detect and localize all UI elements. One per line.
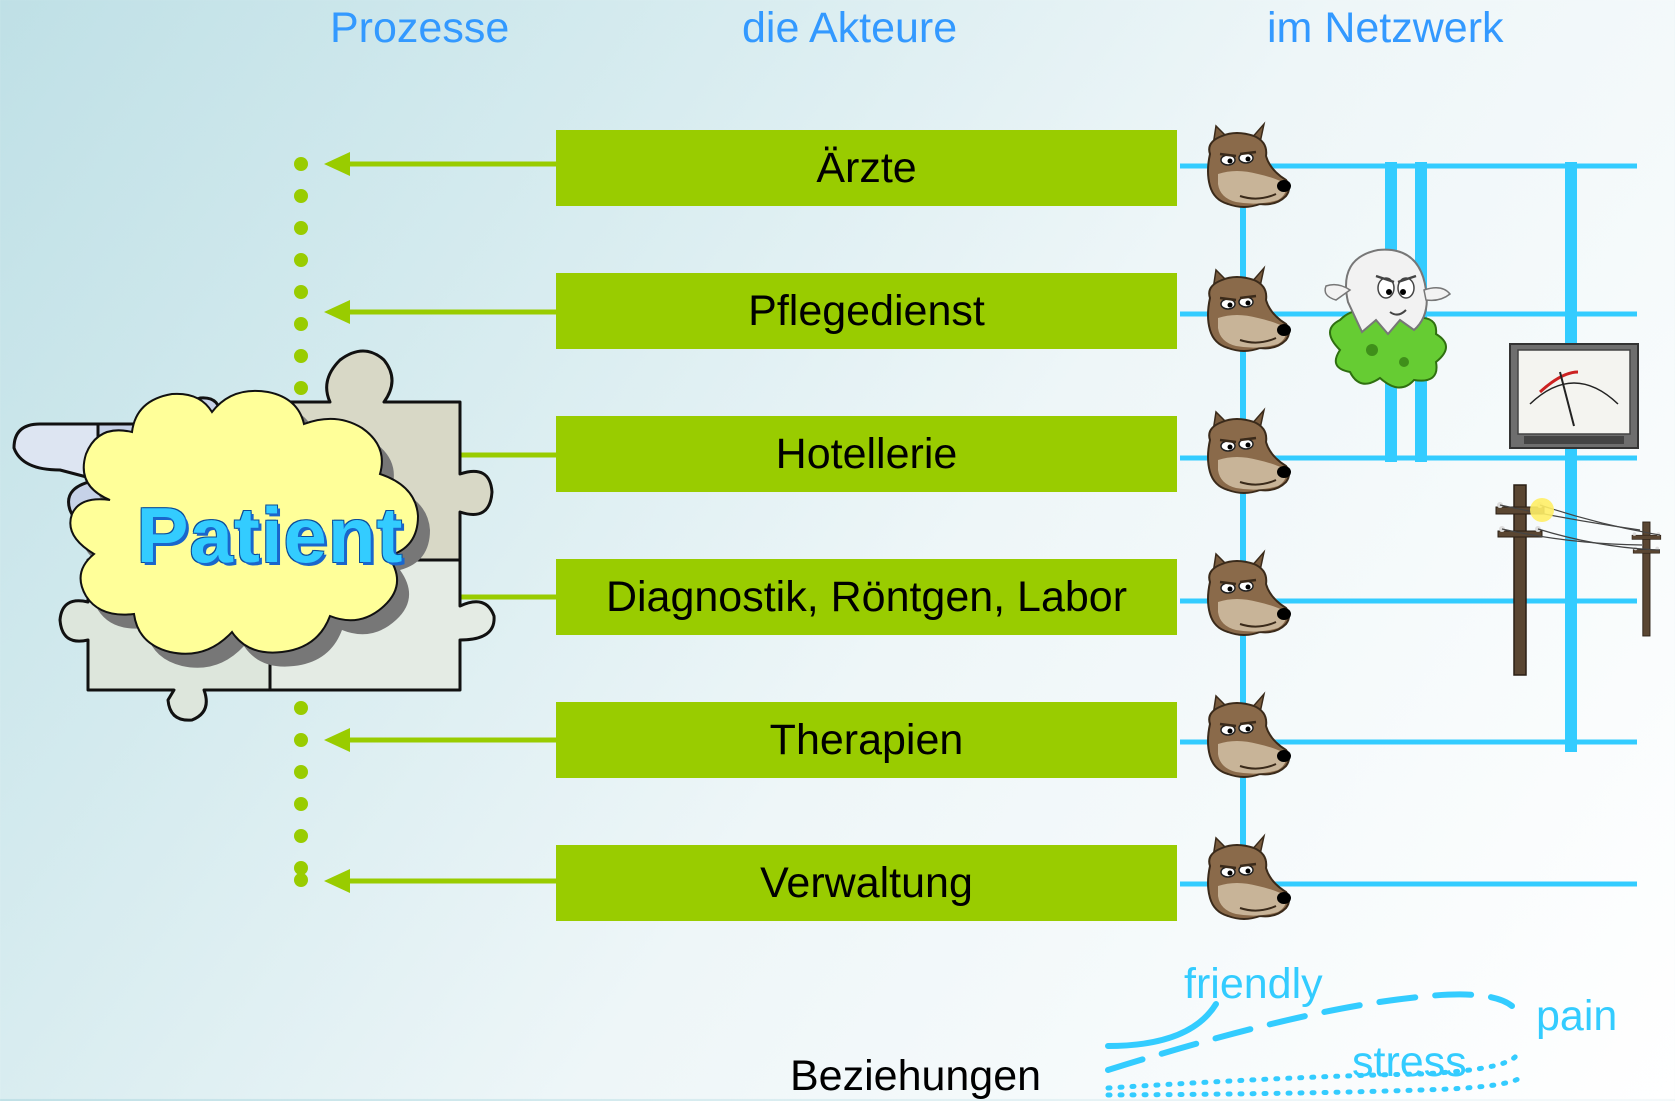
wolf-head-icon (1206, 550, 1293, 637)
stress-line (1105, 1053, 1519, 1091)
actor-nodes (1206, 122, 1293, 921)
actor-box-diagnostik: Diagnostik, Röntgen, Labor (556, 559, 1177, 635)
ghost-on-splat-icon (1324, 248, 1452, 389)
wolf-head-icon (1206, 408, 1293, 495)
legend-pain: pain (1536, 992, 1618, 1040)
voltmeter-icon (1509, 343, 1639, 449)
wolf-head-icon (1206, 692, 1293, 779)
actor-box-therapien: Therapien (556, 702, 1177, 778)
actor-box-hotellerie: Hotellerie (556, 416, 1177, 492)
actor-box-aerzte: Ärzte (556, 130, 1177, 206)
wolf-head-icon (1206, 834, 1293, 921)
wolf-head-icon (1206, 266, 1293, 353)
legend-lines (1105, 991, 1523, 1098)
legend-title: Beziehungen (790, 1052, 1042, 1100)
header-network: im Netzwerk (1267, 4, 1504, 52)
pain-line (1105, 991, 1515, 1073)
cloud-icon (69, 389, 430, 668)
actor-box-verwaltung: Verwaltung (556, 845, 1177, 921)
header-actors: die Akteure (742, 4, 958, 52)
patient-label: Patient (136, 491, 404, 579)
friendly-line (1105, 1001, 1219, 1049)
legend-friendly: friendly (1184, 960, 1323, 1008)
header-processes: Prozesse (330, 4, 510, 52)
legend-stress: stress (1352, 1038, 1467, 1086)
power-pole-icon (1495, 484, 1662, 676)
actor-box-pflegedienst: Pflegedienst (556, 273, 1177, 349)
